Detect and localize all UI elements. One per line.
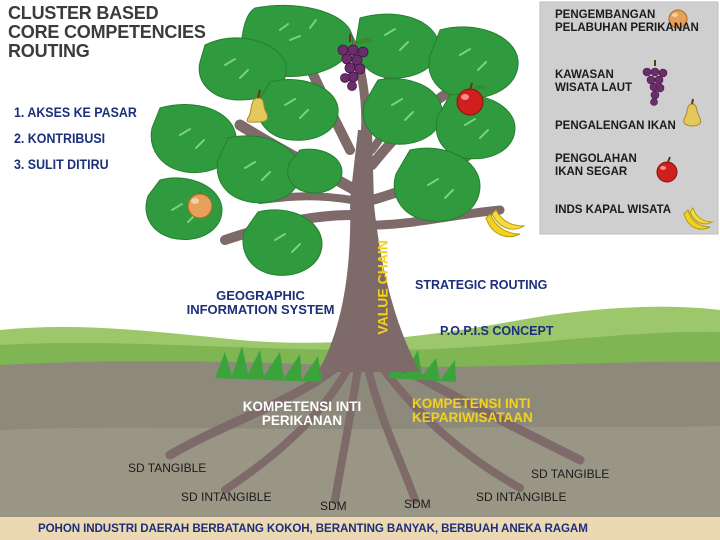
apple-icon <box>456 82 487 116</box>
label-popis-concept: P.O.P.I.S CONCEPT <box>440 324 554 338</box>
legend-label-kapal-wisata: INDS KAPAL WISATA <box>555 204 672 216</box>
label-geographic-information-system: GEOGRAPHIC INFORMATION SYSTEM <box>186 288 335 317</box>
orange-icon <box>187 191 213 219</box>
root-label-sdm-right: SDM <box>404 497 431 511</box>
footer-caption: POHON INDUSTRI DAERAH BERBATANG KOKOH, B… <box>0 517 720 540</box>
root-label-sd-intangible-left: SD INTANGIBLE <box>181 490 272 504</box>
grapes-icon <box>337 34 374 91</box>
label-strategic-routing: STRATEGIC ROUTING <box>415 278 548 292</box>
label-kompetensi-perikanan: KOMPETENSI INTI PERIKANAN <box>242 399 362 429</box>
legend-label-wisata-laut: KAWASAN WISATA LAUT <box>555 69 633 95</box>
root-label-sd-intangible-right: SD INTANGIBLE <box>476 490 567 504</box>
orange-icon <box>668 9 688 29</box>
ground-lower <box>0 426 720 517</box>
criteria-item-3: 3. SULIT DITIRU <box>14 157 109 172</box>
diagram-title: CLUSTER BASED CORE COMPETENCIES ROUTING <box>8 3 206 61</box>
apple-icon <box>656 156 678 183</box>
leaf-veins <box>171 19 489 253</box>
root-label-sdm-left: SDM <box>320 499 347 513</box>
root-label-sd-tangible-right: SD TANGIBLE <box>531 467 610 481</box>
trunk-label: VALUE CHAIN <box>374 240 391 335</box>
pear-icon <box>683 98 702 127</box>
grass <box>215 346 456 382</box>
grapes-icon <box>642 60 668 106</box>
root-label-sd-tangible-left: SD TANGIBLE <box>128 461 207 475</box>
trunk <box>318 130 420 372</box>
label-kompetensi-kepariwisataan: KOMPETENSI INTI KEPARIWISATAAN <box>412 396 533 426</box>
banana-icon <box>683 206 714 230</box>
legend-label-pengalengan: PENGALENGAN IKAN <box>555 120 676 132</box>
banana-icon <box>485 209 526 238</box>
criteria-item-1: 1. AKSES KE PASAR <box>14 105 137 120</box>
leaf-clusters <box>145 5 519 276</box>
criteria-item-2: 2. KONTRIBUSI <box>14 131 106 146</box>
legend-label-pengolahan: PENGOLAHAN IKAN SEGAR <box>555 153 637 179</box>
legend-label-pelabuhan: PENGEMBANGAN PELABUHAN PERIKANAN <box>555 9 699 35</box>
pear-icon <box>246 89 269 123</box>
